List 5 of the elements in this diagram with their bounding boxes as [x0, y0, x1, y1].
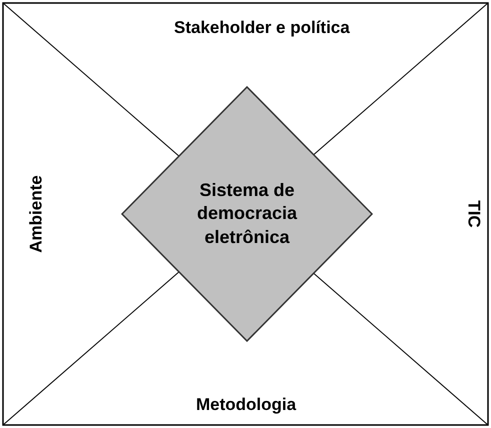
diamond-label: Sistema de democracia eletrônica — [196, 178, 298, 249]
top-label: Stakeholder e política — [174, 18, 350, 38]
bottom-label: Metodologia — [196, 395, 296, 415]
side-label: TIC — [463, 200, 484, 228]
side-label: Ambiente — [26, 175, 46, 253]
